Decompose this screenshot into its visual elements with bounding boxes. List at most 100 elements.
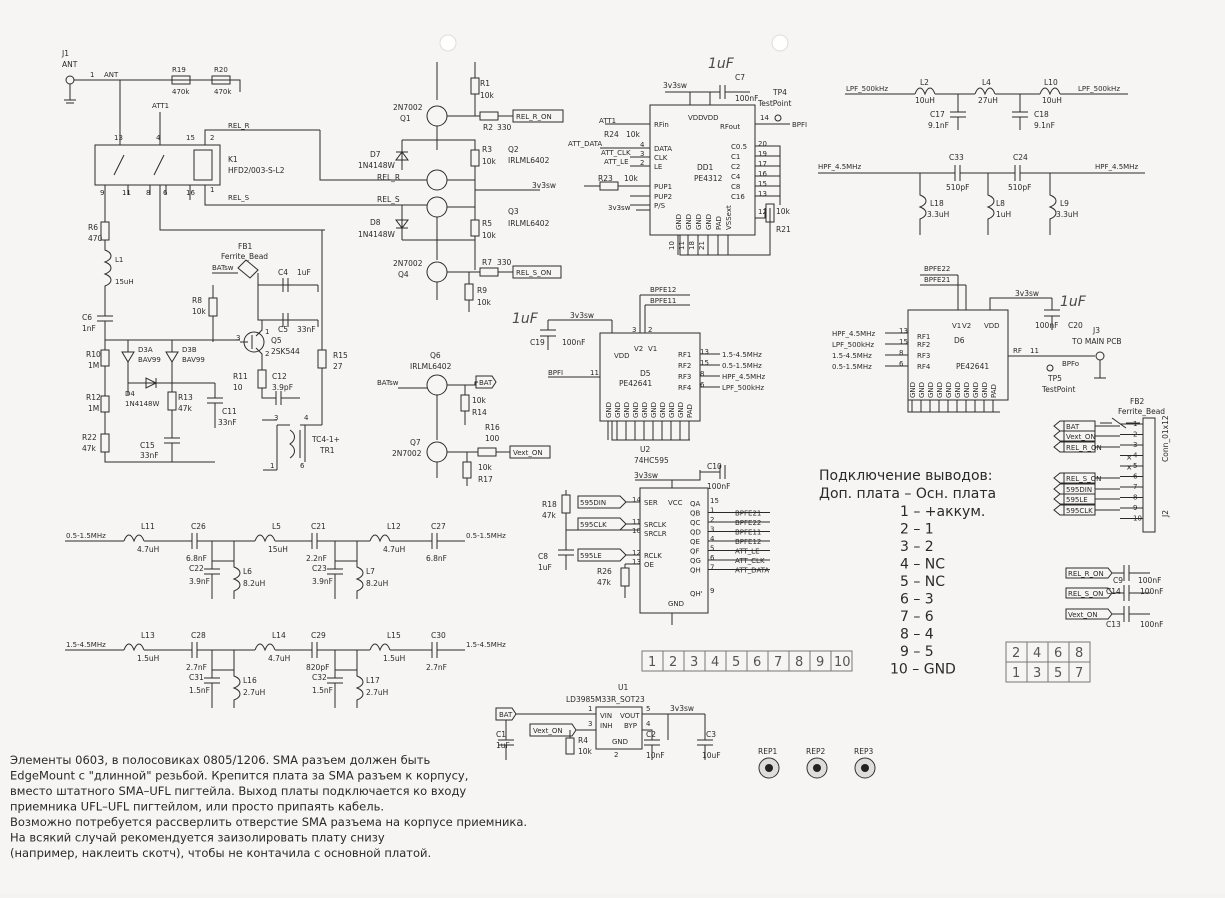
f1-coil-4 xyxy=(369,534,391,543)
c33-value: 510pF xyxy=(946,183,969,192)
d5-rfnum-0: 13 xyxy=(700,348,709,356)
u2-rpin-8: QH' xyxy=(690,590,703,598)
u2-gnd: GND xyxy=(668,600,684,608)
k1-pin9: 9 xyxy=(100,189,104,197)
u2-rpinnum-8: 9 xyxy=(710,587,714,595)
k1-ref: K1 xyxy=(228,155,238,164)
numrow-cell-9 xyxy=(830,650,853,672)
filter-0p5-1p5mhz: 0.5-1.5MHzL114.7uHL515uHL124.7uHC266.8nF… xyxy=(65,522,506,599)
rep-label-2: REP3 xyxy=(854,747,873,756)
u1-pin4: 4 xyxy=(646,720,651,728)
note-line-4: Возможно потребуется рассверлить отверст… xyxy=(10,815,527,829)
l9-ref: L9 xyxy=(1060,199,1069,208)
dd1-pinnum-3: 2 xyxy=(640,159,644,167)
u1-gnd: GND xyxy=(612,738,628,746)
r16-ref: R16 xyxy=(485,423,500,432)
f1-ref-2: L5 xyxy=(272,522,281,531)
rep-hole-2 xyxy=(861,764,869,772)
grid-top-1: 4 xyxy=(1033,646,1041,661)
f1-cap-3 xyxy=(311,533,318,549)
f1-shunt-l-7 xyxy=(232,561,241,599)
d6-rf-net-1: LPF_500kHz xyxy=(832,341,874,349)
k1-pin13: 13 xyxy=(114,134,123,142)
rel-s-net: REL_S xyxy=(377,195,400,204)
k1-pin15: 15 xyxy=(186,134,195,142)
j1-pin: 1 xyxy=(90,71,94,79)
j2-net-4: 595DIN xyxy=(1066,486,1092,494)
q5-value: 2SK544 xyxy=(271,347,300,356)
f2-coil-2 xyxy=(254,643,276,652)
d3a-ref: D3A xyxy=(138,346,153,354)
f1-val-6: 3.9nF xyxy=(189,577,210,586)
numrow-num-0: 1 xyxy=(648,655,656,670)
r1-ref: R1 xyxy=(480,79,490,88)
f2-ref-6: C31 xyxy=(189,673,204,682)
rep-hole-1 xyxy=(813,764,821,772)
d6-rf-net-3: 0.5-1.5MHz xyxy=(832,363,872,371)
note-line-2: вместо штатного SMA–UFL пигтейла. Выход … xyxy=(10,784,466,798)
grid-bottom-cell-3 xyxy=(1068,661,1091,683)
c20-ref: C20 xyxy=(1068,321,1083,330)
attenuator-dd1: 3v3sw 1uF C7 100nF VDD VDD DD1 PE4312 RF… xyxy=(568,56,807,256)
pinmap-row-0: 1 – +аккум. xyxy=(900,504,985,520)
r18-value: 47k xyxy=(542,511,557,520)
c11-value: 33nF xyxy=(218,418,237,427)
d6-rf-net-2: 1.5-4.5MHz xyxy=(832,352,872,360)
d5-bpin-8: GND xyxy=(677,402,685,418)
numrow-num-8: 9 xyxy=(816,655,824,670)
c7-ref: C7 xyxy=(735,73,745,82)
d5-bpfe11: BPFE11 xyxy=(650,297,676,305)
tr1-pin1: 1 xyxy=(270,462,274,470)
d6-value: PE42641 xyxy=(956,362,989,371)
u1-byp: BYP xyxy=(624,722,637,730)
c10-ref: C10 xyxy=(707,462,722,471)
r26-value: 47k xyxy=(597,578,612,587)
r1-value: 10k xyxy=(480,91,495,100)
att1-dd1-net: ATT1 xyxy=(599,117,616,125)
l8-value: 1uH xyxy=(996,210,1011,219)
dd1-rpinnum-5: 13 xyxy=(758,190,767,198)
r4-ref: R4 xyxy=(578,736,588,745)
dd1-value: PE4312 xyxy=(694,174,723,183)
r7-ref: R7 xyxy=(482,258,492,267)
r15-value: 27 xyxy=(333,362,343,371)
d6-vdd: VDD xyxy=(984,322,1000,330)
f2-val-2: 4.7uH xyxy=(268,654,290,663)
r11-ref: R11 xyxy=(233,372,248,381)
u1-pin3: 3 xyxy=(588,720,592,728)
j1-ref: J1 xyxy=(61,49,69,58)
r4-value: 10k xyxy=(578,747,593,756)
j3-ref: J3 xyxy=(1092,326,1100,335)
dd1-bpin-4: PAD xyxy=(715,216,723,230)
q3-value: IRLML6402 xyxy=(508,219,550,228)
k1-pin1: 1 xyxy=(210,186,214,194)
d6-bpin-8: GND xyxy=(981,382,989,398)
rel-r-net: REL_R xyxy=(377,173,400,182)
k1-pin11: 11 xyxy=(122,189,131,197)
u2-lpinnum-3: 12 xyxy=(632,549,641,557)
d5-bpin-0: GND xyxy=(605,402,613,418)
c13-ref: C13 xyxy=(1106,620,1121,629)
u2-rnet-7: ATT_DATA xyxy=(735,567,769,575)
r22-ref: R22 xyxy=(82,433,97,442)
u2-rpin-1: QB xyxy=(690,510,701,518)
q1-value: 2N7002 xyxy=(393,103,423,112)
u2-rpin-6: QG xyxy=(690,557,701,565)
d3b-value: BAV99 xyxy=(182,356,205,364)
pinmap-row-3: 4 – NC xyxy=(900,557,945,573)
d5-bpin-6: GND xyxy=(659,402,667,418)
input-protection: R6 470 L1 15uH C6 1nF R10 1M R12 1M R22 … xyxy=(82,200,240,463)
d6-bpin-7: GND xyxy=(972,382,980,398)
u2-net-flag-1 xyxy=(577,517,627,531)
rep-label-1: REP2 xyxy=(806,747,825,756)
d6-ref: D6 xyxy=(954,336,965,345)
q5-pin1: 1 xyxy=(265,328,269,336)
pinmap-row-5: 6 – 3 xyxy=(900,592,934,608)
u2-rnet-3: BPFE11 xyxy=(735,529,761,537)
d5-rf-1: RF2 xyxy=(678,362,691,370)
rep-label-0: REP1 xyxy=(758,747,777,756)
dd1-rpin-2: C2 xyxy=(731,163,740,171)
dd1-pin-3: LE xyxy=(654,163,662,171)
u2-lpin-2: SRCLR xyxy=(644,530,667,538)
u2-rpin-3: QD xyxy=(690,529,701,537)
